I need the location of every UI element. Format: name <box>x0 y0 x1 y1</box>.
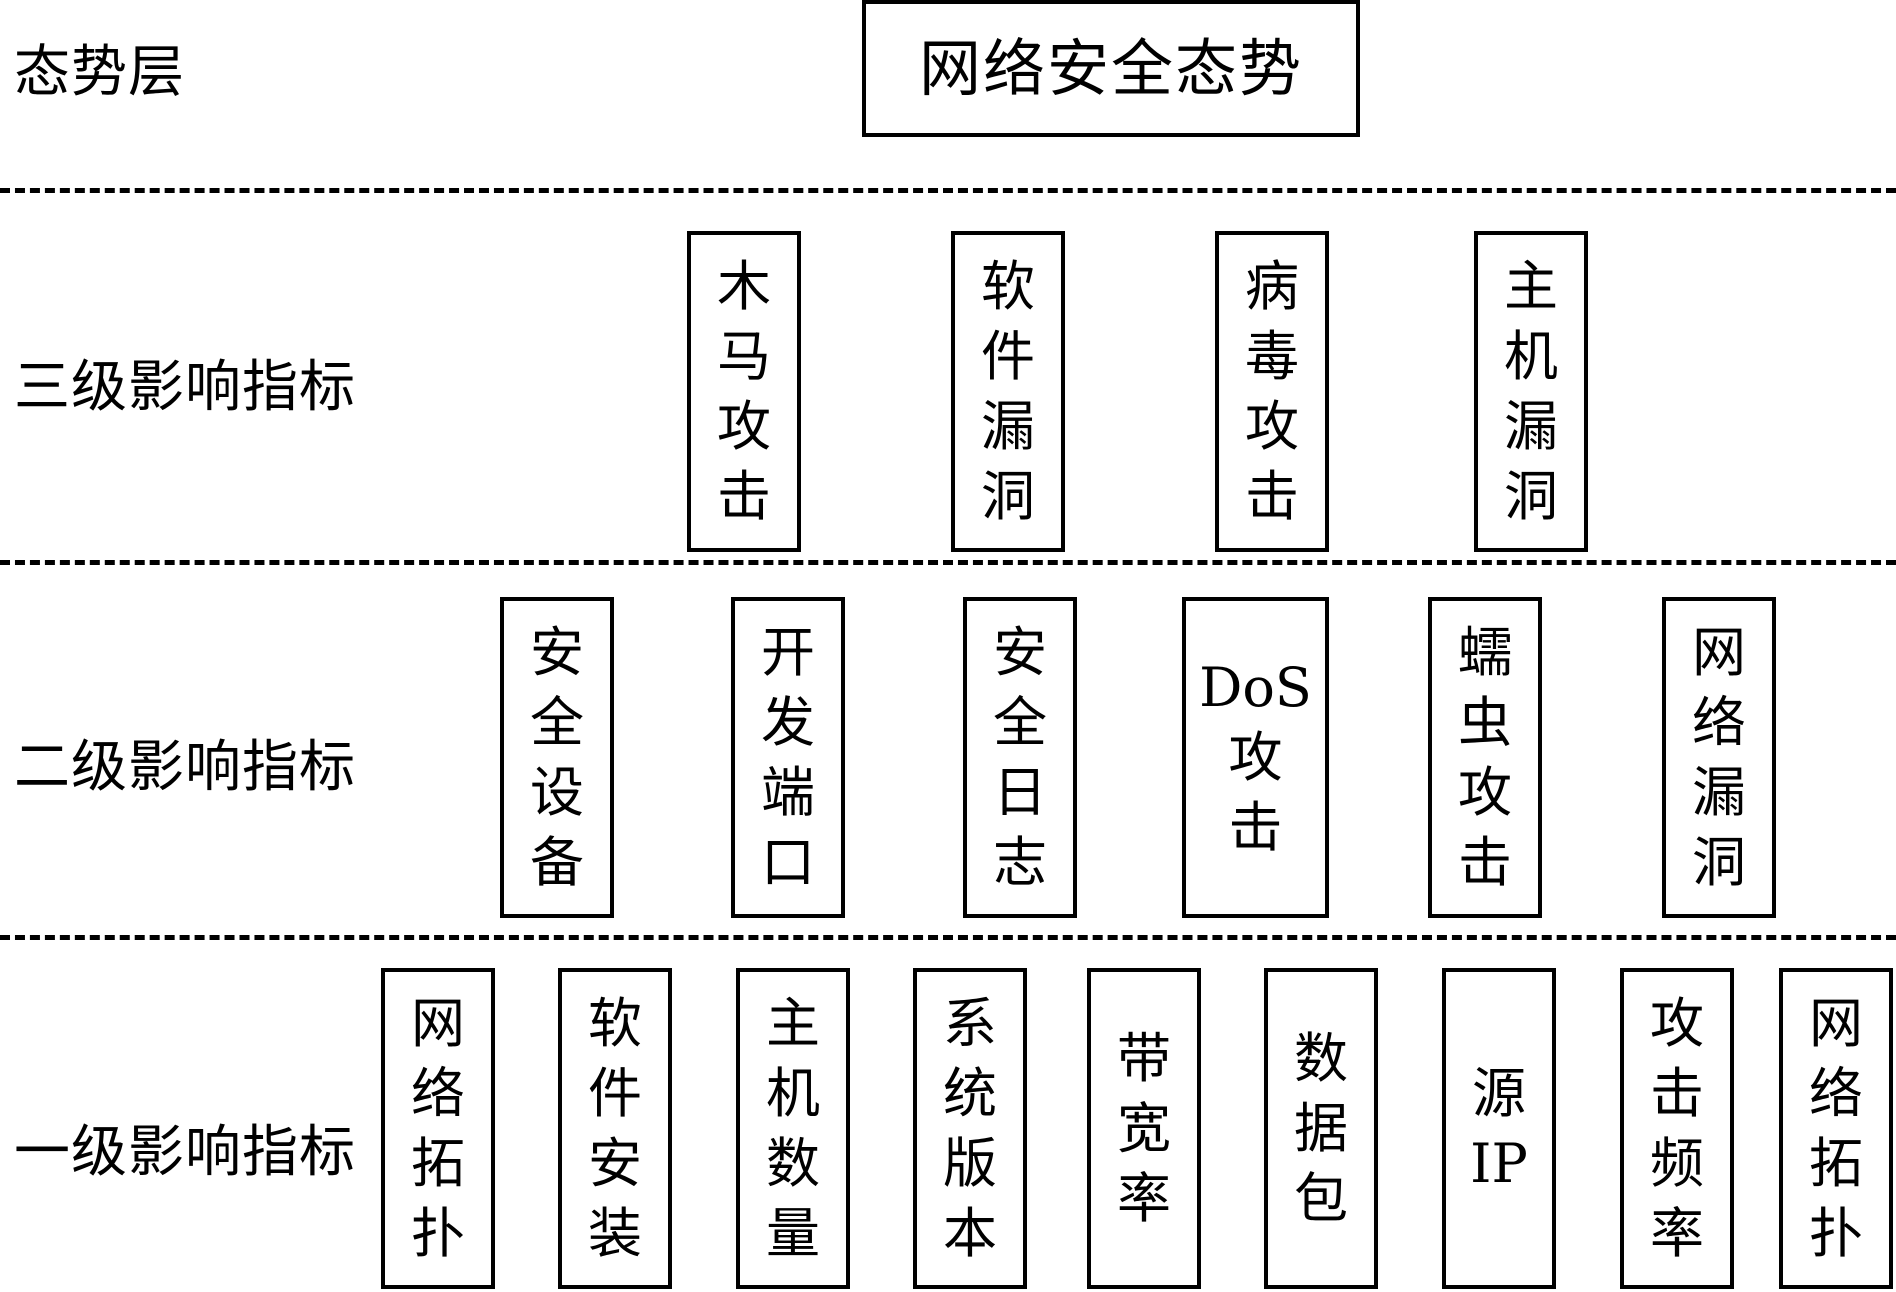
level1-indicator-box: 系 统 版 本 <box>913 968 1027 1289</box>
level3-indicator-box: 木 马 攻 击 <box>687 231 801 552</box>
level2-indicator-label: 蠕 虫 攻 击 <box>1458 620 1512 894</box>
level3-indicator-box: 病 毒 攻 击 <box>1215 231 1329 552</box>
level2-indicator-box: 网 络 漏 洞 <box>1662 597 1776 918</box>
level3-indicator-label: 病 毒 攻 击 <box>1245 254 1299 528</box>
level1-indicator-label: 源 IP <box>1470 1061 1528 1195</box>
divider-top <box>0 188 1896 193</box>
layer-label-level2: 二级影响指标 <box>14 735 356 800</box>
level3-indicator-label: 木 马 攻 击 <box>717 254 771 528</box>
level2-indicator-box: 开 发 端 口 <box>731 597 845 918</box>
level1-indicator-box: 带 宽 率 <box>1087 968 1201 1289</box>
level2-indicator-label: 安 全 设 备 <box>530 620 584 894</box>
level3-indicator-box: 主 机 漏 洞 <box>1474 231 1588 552</box>
level1-indicator-label: 带 宽 率 <box>1117 1026 1171 1230</box>
level1-indicator-box: 源 IP <box>1442 968 1556 1289</box>
network-security-situation-box: 网络安全态势 <box>862 0 1360 137</box>
level1-indicator-box: 攻 击 频 率 <box>1620 968 1734 1289</box>
level2-indicator-label: DoS 攻 击 <box>1199 655 1312 859</box>
layer-label-situation: 态势层 <box>14 40 185 105</box>
level1-indicator-label: 网 络 拓 扑 <box>411 991 465 1265</box>
level1-indicator-label: 软 件 安 装 <box>588 991 642 1265</box>
level1-indicator-box: 数 据 包 <box>1264 968 1378 1289</box>
level1-indicator-box: 软 件 安 装 <box>558 968 672 1289</box>
level1-indicator-box: 网 络 拓 扑 <box>381 968 495 1289</box>
level2-indicator-box: 安 全 设 备 <box>500 597 614 918</box>
level1-indicator-label: 主 机 数 量 <box>766 991 820 1265</box>
level1-indicator-label: 系 统 版 本 <box>943 991 997 1265</box>
level2-indicator-box: 蠕 虫 攻 击 <box>1428 597 1542 918</box>
layer-label-level1: 一级影响指标 <box>14 1120 356 1185</box>
level2-indicator-label: 安 全 日 志 <box>993 620 1047 894</box>
level1-indicator-label: 攻 击 频 率 <box>1650 991 1704 1265</box>
level3-indicator-label: 主 机 漏 洞 <box>1504 254 1558 528</box>
network-security-situation-label: 网络安全态势 <box>918 31 1303 105</box>
level2-indicator-label: 开 发 端 口 <box>761 620 815 894</box>
divider-bottom <box>0 935 1896 940</box>
level2-indicator-box: 安 全 日 志 <box>963 597 1077 918</box>
level1-indicator-box: 主 机 数 量 <box>736 968 850 1289</box>
divider-middle <box>0 560 1896 565</box>
level1-indicator-box: 网 络 拓 扑 <box>1779 968 1893 1289</box>
level1-indicator-label: 网 络 拓 扑 <box>1809 991 1863 1265</box>
layer-label-level3: 三级影响指标 <box>14 355 356 420</box>
level3-indicator-label: 软 件 漏 洞 <box>981 254 1035 528</box>
level2-indicator-label: 网 络 漏 洞 <box>1692 620 1746 894</box>
level1-indicator-label: 数 据 包 <box>1294 1026 1348 1230</box>
level2-indicator-box: DoS 攻 击 <box>1182 597 1329 918</box>
level3-indicator-box: 软 件 漏 洞 <box>951 231 1065 552</box>
